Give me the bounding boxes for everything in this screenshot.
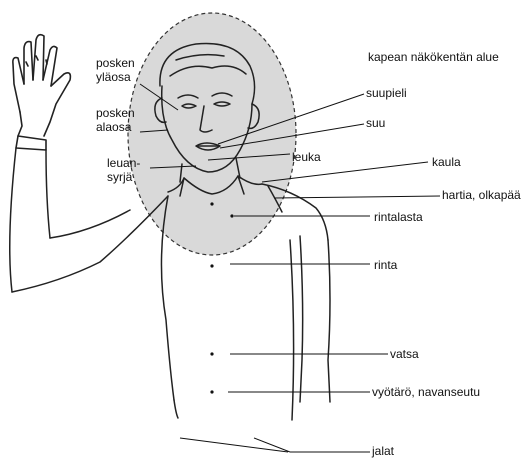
raised-hand-drawing: [13, 35, 71, 150]
label-leuan-syrja-line1: leuan-: [107, 156, 140, 170]
label-leuan-syrja-line2: syrjä: [107, 170, 140, 184]
narrow-field-zone: [128, 13, 296, 255]
title-narrow-field-label: kapean näkökentän alue: [368, 50, 499, 64]
label-posken-ylaosa-line1: posken: [96, 56, 135, 70]
label-posken-alaosa-line2: alaosa: [96, 120, 135, 134]
label-vatsa: vatsa: [390, 347, 419, 361]
label-posken-alaosa-line1: posken: [96, 106, 135, 120]
label-suu: suu: [366, 116, 385, 130]
label-posken-ylaosa: posken yläosa: [96, 56, 135, 84]
label-posken-ylaosa-line2: yläosa: [96, 70, 135, 84]
label-kaula: kaula: [432, 155, 461, 169]
label-rinta: rinta: [374, 258, 397, 272]
label-rintalasta: rintalasta: [374, 210, 423, 224]
label-leuan-syrja: leuan- syrjä: [107, 156, 140, 184]
label-leuka: leuka: [292, 150, 321, 164]
label-hartia-olkapaa: hartia, olkapää: [442, 188, 521, 202]
label-posken-alaosa: posken alaosa: [96, 106, 135, 134]
label-suupieli: suupieli: [366, 86, 407, 100]
label-jalat: jalat: [372, 444, 394, 458]
label-vyotaro-navanseutu: vyötärö, navanseutu: [372, 385, 480, 399]
